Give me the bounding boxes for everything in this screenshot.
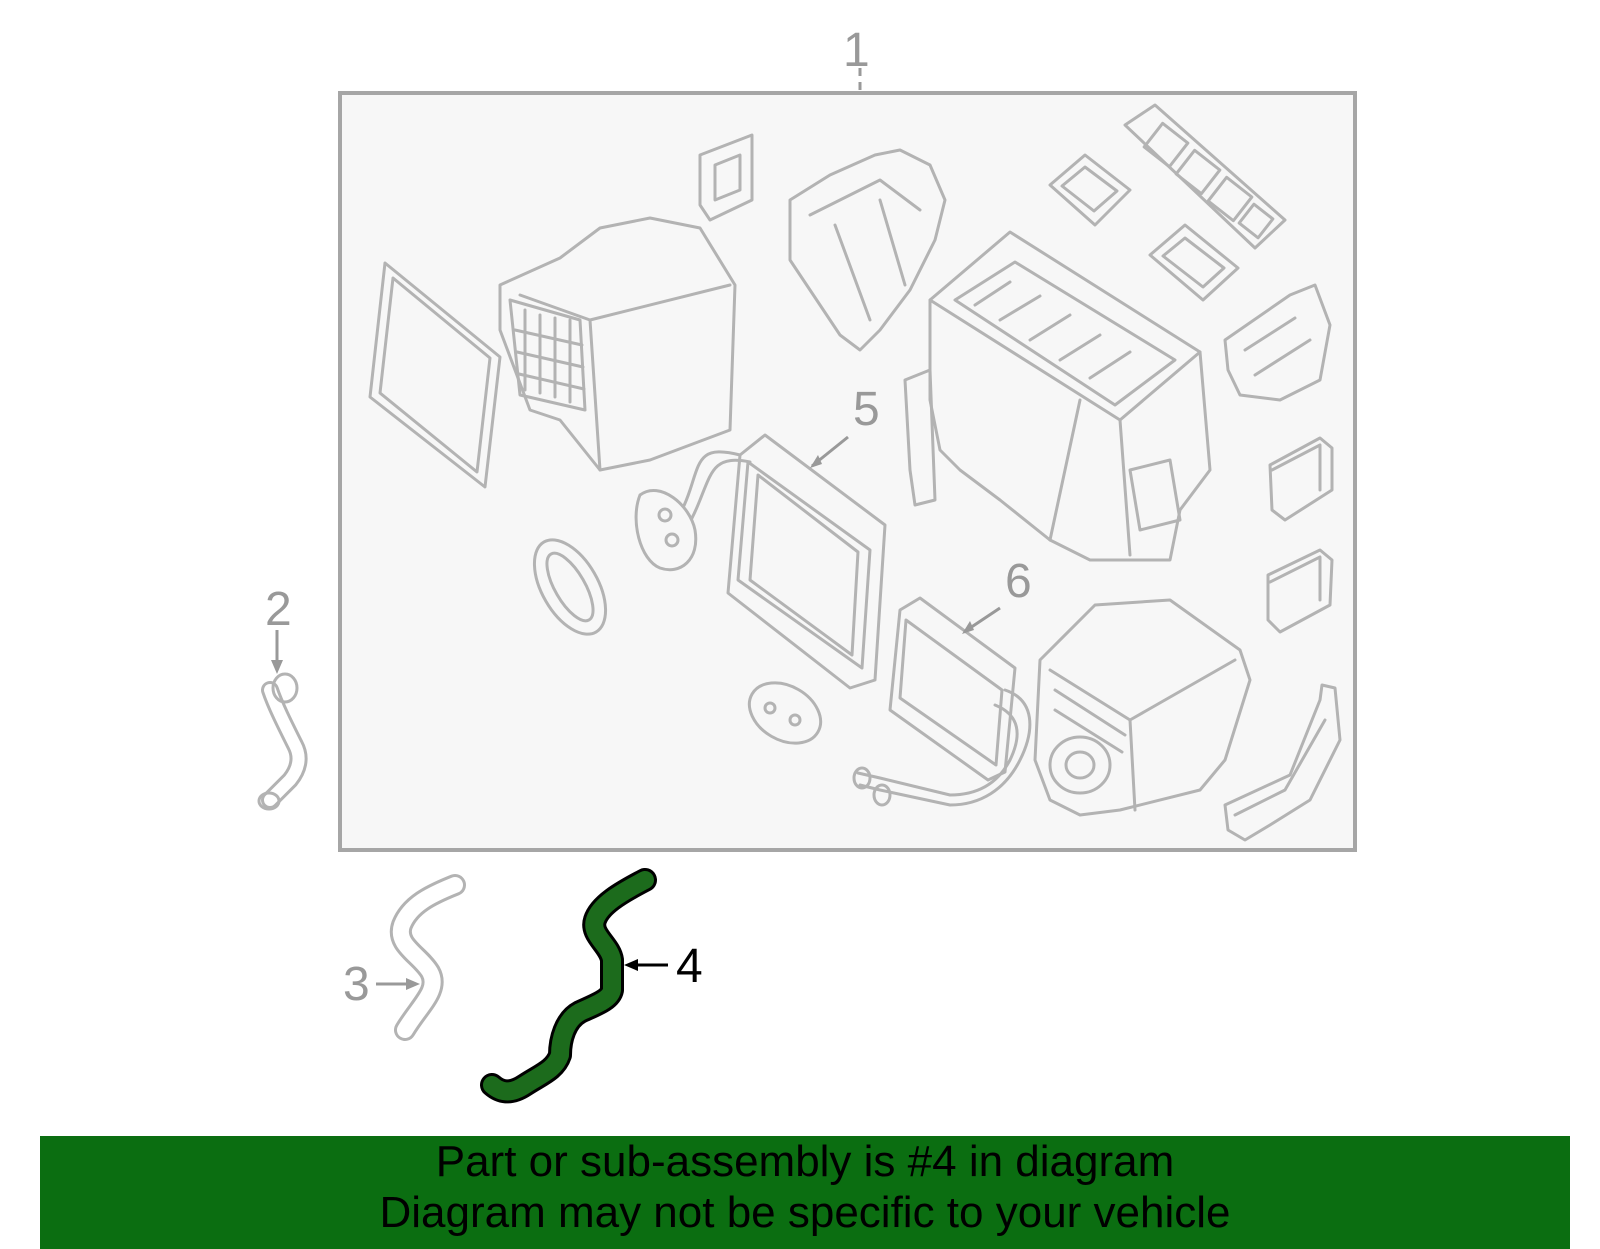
callout-2[interactable]: 2 — [265, 583, 292, 674]
info-banner: Part or sub-assembly is #4 in diagram Di… — [40, 1136, 1570, 1249]
blower-unit-part[interactable] — [1033, 598, 1252, 817]
callout-4[interactable]: 4 — [624, 940, 703, 993]
callout-1-label[interactable]: 1 — [843, 24, 870, 77]
banner-line-part-number: Part or sub-assembly is #4 in diagram — [435, 1137, 1175, 1186]
hose-4-highlighted-part[interactable] — [480, 868, 657, 1104]
evaporator-core-part[interactable] — [634, 433, 887, 690]
resistor-module-part[interactable] — [1266, 548, 1334, 634]
callout-3[interactable]: 3 — [343, 958, 420, 1011]
hose-2-part[interactable] — [257, 672, 308, 811]
gasket-square-part[interactable] — [1048, 153, 1240, 302]
air-duct-part[interactable] — [788, 148, 947, 352]
hose-3-part[interactable] — [389, 874, 466, 1041]
callout-5-label[interactable]: 5 — [853, 383, 880, 436]
blower-housing-part[interactable] — [498, 216, 737, 472]
callout-5[interactable]: 5 — [810, 383, 880, 468]
callout-4-label[interactable]: 4 — [676, 940, 703, 993]
heater-core-part[interactable] — [852, 596, 1032, 807]
callout-3-label[interactable]: 3 — [343, 958, 370, 1011]
control-module-part[interactable] — [1268, 436, 1334, 522]
defrost-duct-part[interactable] — [1223, 683, 1342, 842]
callout-6-label[interactable]: 6 — [1005, 555, 1032, 608]
grommet-part[interactable] — [520, 528, 620, 646]
callout-2-label[interactable]: 2 — [265, 583, 292, 636]
gasket-strip-part[interactable] — [1123, 103, 1287, 250]
hose-4-fill — [483, 871, 654, 1101]
small-bracket-part[interactable] — [698, 133, 754, 222]
cabin-filter-part[interactable] — [368, 261, 502, 489]
seal-part[interactable] — [739, 671, 832, 756]
callout-6[interactable]: 6 — [962, 555, 1032, 634]
banner-line-disclaimer: Diagram may not be specific to your vehi… — [379, 1188, 1231, 1237]
hvac-case-part[interactable] — [903, 230, 1212, 562]
mounting-bracket-part[interactable] — [1223, 283, 1332, 402]
